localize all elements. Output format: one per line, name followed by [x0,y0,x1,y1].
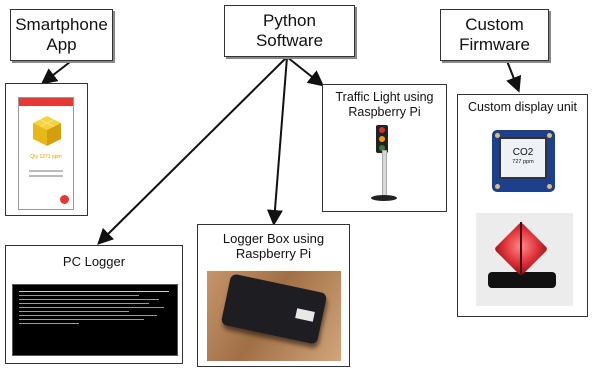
phone-fab-icon [60,195,69,204]
oled-line-2: 727 ppm [512,159,534,165]
traffic-light-caption: Traffic Light using Raspberry Pi [335,90,434,119]
cube-divider [520,222,522,274]
phone-text-line [29,175,63,177]
app-bar [19,98,73,106]
custom-firmware-label: Custom Firmware [459,15,530,54]
pc-logger-screenshot [12,284,178,356]
oled-line-1: CO2 [512,147,534,158]
smartphone-app-node: Smartphone App [10,9,113,61]
custom-display-caption: Custom display unit [467,100,578,114]
arrow-firmware-to-display [506,60,522,93]
python-software-node: Python Software [224,5,355,57]
custom-firmware-node: Custom Firmware [440,9,549,61]
smartphone-app-label: Smartphone App [15,15,108,54]
python-software-label: Python Software [255,11,324,50]
pc-logger-caption: PC Logger [62,254,126,269]
phone-reading: Qty 1271 ppm [30,154,62,160]
smartphone-image: Qty 1271 ppm [18,97,74,210]
arrow-smartphone-to-phone [40,61,71,85]
cube-base [488,272,556,288]
traffic-light-icon [376,125,388,153]
arrow-python-to-traffic-light [286,56,325,87]
logger-box-caption: Logger Box using Raspberry Pi [222,231,325,261]
cube-logo-icon [33,116,61,146]
traffic-light-pole [382,150,387,198]
phone-text-line [29,170,63,172]
traffic-light-base [371,195,397,201]
arrow-python-to-logger-box [266,56,288,226]
oled-display: CO2 727 ppm [499,137,547,179]
arrow-python-to-pc-logger [97,56,288,245]
